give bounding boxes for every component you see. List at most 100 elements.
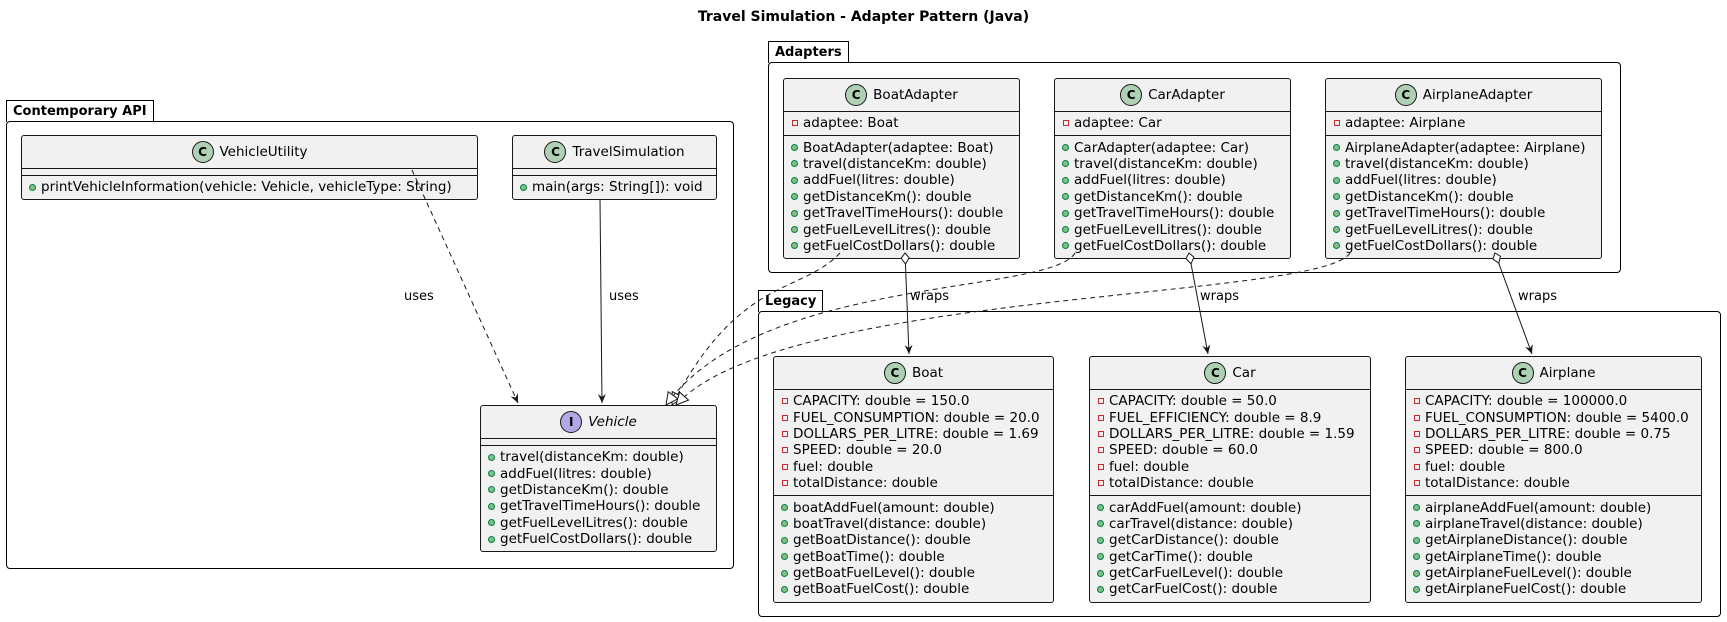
- method-row: getDistanceKm(): double: [1061, 189, 1284, 205]
- fields-section: adaptee: Car: [1055, 112, 1290, 137]
- field-text: adaptee: Airplane: [1345, 115, 1466, 132]
- method-row: carAddFuel(amount: double): [1096, 499, 1364, 516]
- methods-section: CarAdapter(adaptee: Car)travel(distanceK…: [1055, 136, 1290, 258]
- fields-section: adaptee: Boat: [784, 112, 1019, 137]
- method-text: carTravel(distance: double): [1109, 515, 1293, 532]
- class-name: Car: [1232, 365, 1256, 381]
- field-text: FUEL_EFFICIENCY: double = 8.9: [1109, 409, 1322, 426]
- private-visibility-icon: [1332, 120, 1341, 127]
- method-text: getAirplaneDistance(): double: [1425, 532, 1628, 549]
- field-text: fuel: double: [1109, 458, 1190, 475]
- methods-section: carAddFuel(amount: double)carTravel(dist…: [1090, 496, 1370, 601]
- edge-caradapter-implements-vehicle: [666, 252, 1076, 405]
- method-row: getDistanceKm(): double: [790, 189, 1013, 205]
- public-visibility-icon: [780, 520, 789, 528]
- method-text: BoatAdapter(adaptee: Boat): [803, 139, 994, 156]
- public-visibility-icon: [780, 585, 789, 593]
- field-row: totalDistance: double: [780, 475, 1047, 491]
- field-row: totalDistance: double: [1096, 475, 1364, 491]
- method-row: getDistanceKm(): double: [487, 482, 710, 498]
- field-row: DOLLARS_PER_LITRE: double = 0.75: [1412, 426, 1695, 442]
- public-visibility-icon: [1332, 193, 1341, 201]
- method-text: getAirplaneFuelCost(): double: [1425, 581, 1627, 598]
- field-text: SPEED: double = 60.0: [1109, 442, 1258, 459]
- method-row: travel(distanceKm: double): [790, 156, 1013, 172]
- method-row: travel(distanceKm: double): [1332, 156, 1595, 172]
- package-label-contemporary: Contemporary API: [13, 104, 147, 119]
- method-text: getDistanceKm(): double: [1074, 188, 1243, 205]
- fields-section: [481, 439, 716, 446]
- private-visibility-icon: [780, 430, 789, 437]
- methods-section: AirplaneAdapter(adaptee: Airplane)travel…: [1326, 136, 1601, 258]
- field-row: adaptee: Airplane: [1332, 115, 1595, 131]
- method-text: getFuelLevelLitres(): double: [1345, 221, 1533, 238]
- method-text: getBoatFuelCost(): double: [793, 581, 970, 598]
- public-visibility-icon: [790, 209, 799, 217]
- method-text: getDistanceKm(): double: [803, 188, 972, 205]
- method-text: airplaneTravel(distance: double): [1425, 515, 1643, 532]
- field-text: adaptee: Car: [1074, 115, 1162, 132]
- field-text: DOLLARS_PER_LITRE: double = 0.75: [1425, 425, 1671, 442]
- public-visibility-icon: [1061, 176, 1070, 184]
- method-text: getDistanceKm(): double: [1345, 188, 1514, 205]
- method-text: travel(distanceKm: double): [500, 449, 684, 466]
- field-row: FUEL_CONSUMPTION: double = 20.0: [780, 409, 1047, 426]
- public-visibility-icon: [1096, 536, 1105, 544]
- public-visibility-icon: [1332, 144, 1341, 152]
- private-visibility-icon: [1412, 480, 1421, 487]
- method-text: getTravelTimeHours(): double: [1074, 205, 1275, 222]
- edge-label-car-wraps: wraps: [1200, 289, 1239, 304]
- public-visibility-icon: [1332, 209, 1341, 217]
- method-text: addFuel(litres: double): [500, 465, 652, 482]
- method-row: getCarFuelCost(): double: [1096, 581, 1364, 597]
- edge-label-utility-uses: uses: [404, 289, 434, 304]
- method-text: printVehicleInformation(vehicle: Vehicle…: [41, 179, 452, 196]
- method-text: addFuel(litres: double): [1345, 172, 1497, 189]
- public-visibility-icon: [1412, 536, 1421, 544]
- public-visibility-icon: [1061, 209, 1070, 217]
- method-text: getDistanceKm(): double: [500, 481, 669, 498]
- method-text: getBoatDistance(): double: [793, 532, 971, 549]
- public-visibility-icon: [1061, 144, 1070, 152]
- public-visibility-icon: [1412, 504, 1421, 512]
- private-visibility-icon: [780, 414, 789, 421]
- method-row: getFuelLevelLitres(): double: [1332, 221, 1595, 238]
- public-visibility-icon: [28, 183, 37, 191]
- method-row: airplaneAddFuel(amount: double): [1412, 499, 1695, 516]
- method-text: getAirplaneTime(): double: [1425, 548, 1602, 565]
- methods-section: travel(distanceKm: double)addFuel(litres…: [481, 446, 716, 551]
- method-row: carTravel(distance: double): [1096, 516, 1364, 532]
- class-name: Vehicle: [588, 414, 637, 430]
- method-row: getBoatDistance(): double: [780, 532, 1047, 548]
- method-row: airplaneTravel(distance: double): [1412, 516, 1695, 532]
- method-text: getCarTime(): double: [1109, 548, 1253, 565]
- field-row: adaptee: Boat: [790, 115, 1013, 131]
- method-text: boatAddFuel(amount: double): [793, 499, 995, 516]
- class-icon: C: [191, 141, 214, 163]
- method-row: getFuelCostDollars(): double: [790, 238, 1013, 254]
- method-row: getFuelLevelLitres(): double: [1061, 221, 1284, 238]
- field-text: adaptee: Boat: [803, 115, 899, 132]
- class-name: BoatAdapter: [873, 87, 958, 103]
- public-visibility-icon: [487, 519, 496, 527]
- public-visibility-icon: [1061, 193, 1070, 201]
- public-visibility-icon: [780, 536, 789, 544]
- method-row: AirplaneAdapter(adaptee: Airplane): [1332, 139, 1595, 156]
- edge-utility-uses-vehicle: [411, 169, 519, 404]
- method-text: airplaneAddFuel(amount: double): [1425, 499, 1652, 516]
